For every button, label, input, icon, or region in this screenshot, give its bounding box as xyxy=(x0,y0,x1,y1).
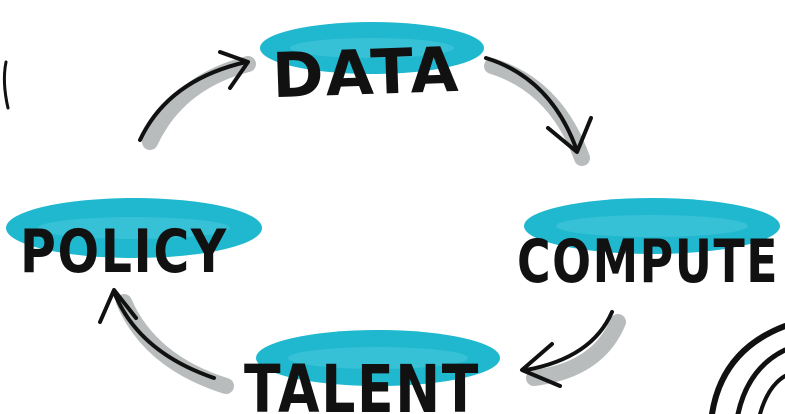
corner-sketch-shape xyxy=(709,323,785,414)
node-label-data: DATA xyxy=(271,33,462,113)
node-policy: POLICY xyxy=(6,198,262,287)
node-data: DATA xyxy=(260,22,484,112)
arrow-policy-to-data xyxy=(138,50,256,150)
arrow-compute-to-talent xyxy=(520,310,626,388)
node-label-talent: TALENT xyxy=(244,351,480,414)
arrow-talent-to-policy xyxy=(98,288,234,394)
node-talent: TALENT xyxy=(244,330,500,414)
edge-sketch-mark xyxy=(2,60,10,110)
node-label-policy: POLICY xyxy=(20,217,228,287)
node-label-compute: COMPUTE xyxy=(517,227,779,297)
arrow-data-to-compute xyxy=(484,56,593,166)
node-compute: COMPUTE xyxy=(517,198,780,297)
